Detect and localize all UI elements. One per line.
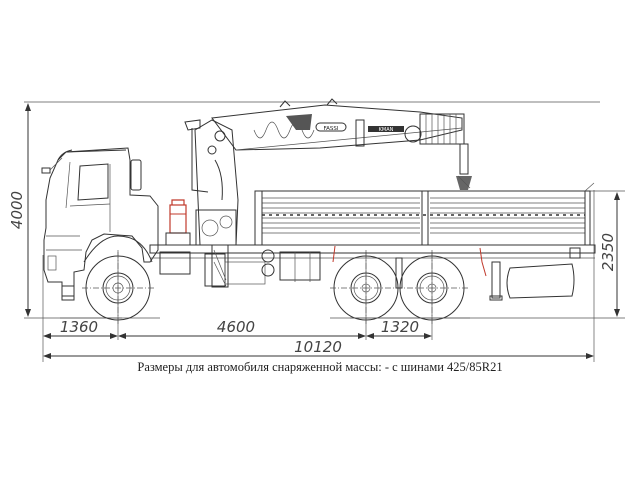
cargo-platform	[254, 182, 595, 259]
diagram-caption: Размеры для автомобиля снаряженной массы…	[137, 360, 503, 374]
rear-wheel-1	[330, 252, 402, 324]
dimension-height-2350: 2350	[350, 190, 625, 319]
overall-length-label: 10120	[294, 338, 342, 356]
wheelbase-label: 4600	[217, 318, 255, 336]
height-4000-label: 4000	[8, 191, 26, 229]
crane-label-model: KMAN	[379, 127, 394, 133]
truck-cab	[41, 147, 159, 301]
dimension-lengths: 1360 4600 1320 10120	[42, 190, 595, 362]
crane-label-fassi: FASSI	[323, 126, 338, 132]
height-2350-label: 2350	[599, 233, 617, 271]
front-overhang-label: 1360	[60, 318, 98, 336]
axle-spacing-label: 1320	[381, 318, 419, 336]
loader-crane: FASSI KMAN	[165, 98, 472, 288]
front-wheel	[82, 252, 154, 324]
chassis-frame	[149, 244, 596, 301]
dimension-height-4000: 4000	[8, 101, 600, 319]
